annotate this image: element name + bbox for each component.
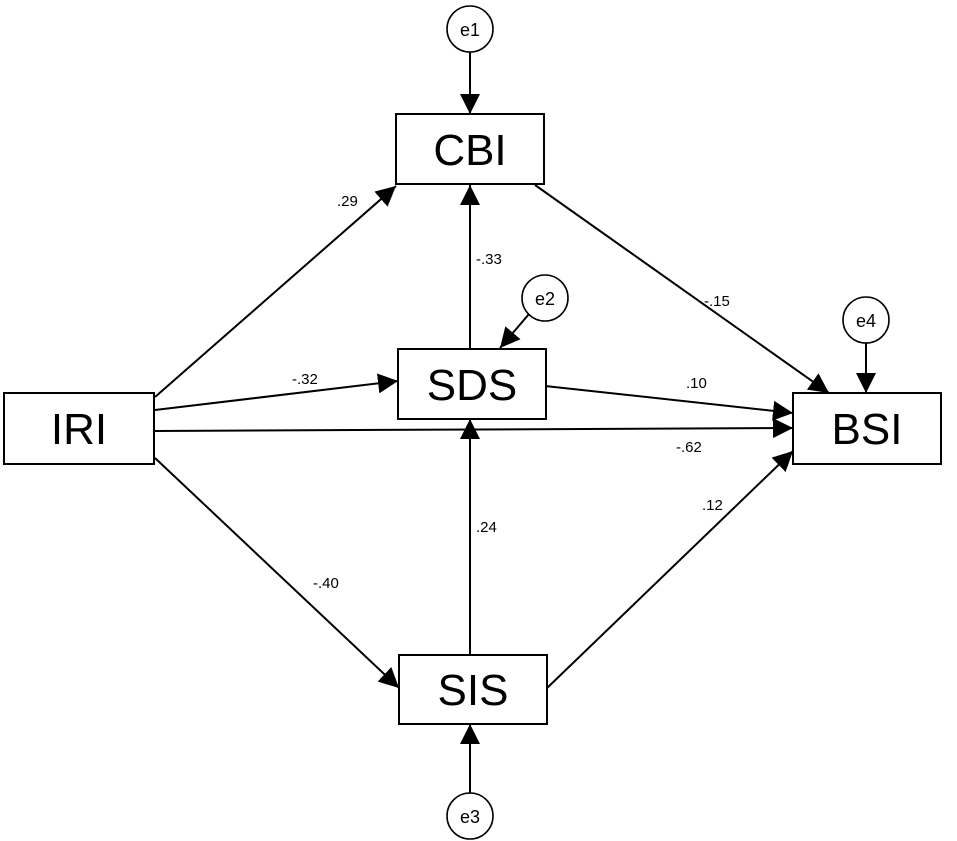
coef-sds-cbi: -.33: [476, 251, 502, 268]
node-sds-label: SDS: [427, 361, 517, 410]
error-e3-label: e3: [460, 807, 480, 827]
error-e3: e3: [446, 792, 494, 840]
coef-sis-bsi: .12: [702, 497, 723, 514]
error-e1-label: e1: [460, 20, 480, 40]
path-sds-bsi: [544, 385, 794, 421]
coef-cbi-bsi: -.15: [704, 293, 730, 310]
path-e2-sds: [499, 313, 530, 349]
node-bsi: BSI: [792, 392, 942, 465]
node-sis-label: SIS: [438, 666, 509, 715]
path-iri-sis: [154, 457, 400, 689]
error-e2-label: e2: [535, 289, 555, 309]
coef-sis-sds: .24: [476, 519, 497, 536]
error-e4-label: e4: [856, 311, 876, 331]
error-e1: e1: [446, 5, 494, 53]
coef-iri-bsi: -.62: [676, 439, 702, 456]
path-iri-sds: [154, 373, 399, 411]
node-iri-label: IRI: [51, 405, 107, 454]
node-cbi: CBI: [395, 113, 545, 185]
coef-sds-bsi: .10: [686, 375, 707, 392]
path-iri-cbi: [154, 185, 397, 398]
path-cbi-bsi: [534, 184, 830, 394]
coef-iri-sis: -.40: [313, 575, 339, 592]
node-iri: IRI: [3, 392, 155, 465]
node-sds: SDS: [397, 348, 547, 420]
path-iri-bsi: [154, 418, 794, 439]
node-bsi-label: BSI: [832, 405, 903, 454]
coef-iri-cbi: .29: [337, 193, 358, 210]
node-cbi-label: CBI: [433, 126, 506, 175]
coef-iri-sds: -.32: [292, 371, 318, 388]
error-e4: e4: [842, 296, 890, 344]
error-e2: e2: [521, 274, 569, 322]
node-sis: SIS: [398, 654, 548, 725]
path-sis-bsi: [544, 450, 794, 691]
